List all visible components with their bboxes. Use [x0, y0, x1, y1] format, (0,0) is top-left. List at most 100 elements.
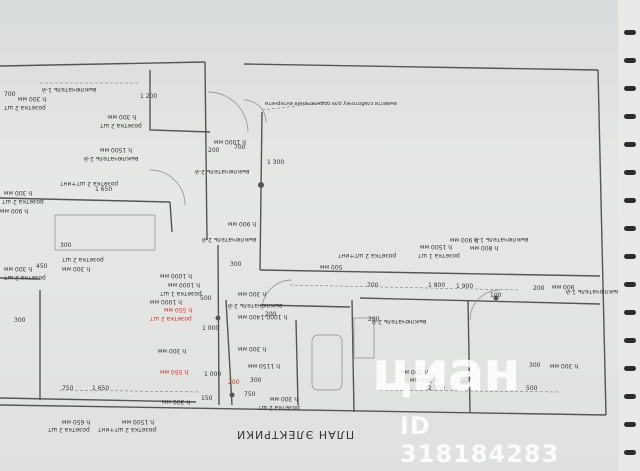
- label-68: 750: [62, 385, 74, 392]
- watermark-id: ID 318184283: [400, 412, 560, 468]
- label-1: выключатель 1-й: [42, 86, 97, 93]
- label-33: розетка 2 шт+инт: [338, 252, 397, 259]
- label-19: 1 300: [267, 159, 285, 166]
- door-arc-5: [243, 99, 267, 123]
- wall-corridor-left-lower: [217, 244, 220, 406]
- binder-ring: [624, 86, 636, 91]
- label-48: выключатель 2-й: [228, 302, 283, 309]
- wall-bath-right: [351, 299, 355, 413]
- wall-bath-top: [259, 304, 351, 308]
- label-4: 700: [4, 91, 16, 98]
- label-22: 450: [36, 263, 48, 270]
- label-39: 1 900: [456, 283, 474, 290]
- label-58: h 550 мм: [160, 368, 189, 375]
- wall-corridor-left: [204, 61, 208, 241]
- shower: [353, 317, 375, 359]
- label-74: розетка 2 шт: [258, 404, 300, 411]
- bathtub: [311, 334, 343, 391]
- label-73: розетка 2 шт+инт: [98, 426, 157, 433]
- binder-ring: [624, 282, 636, 287]
- label-43: выключатель 1-й: [566, 288, 621, 295]
- label-81: 300: [230, 261, 242, 268]
- label-36: h 800 мм: [470, 244, 499, 251]
- label-38: 1 800: [428, 282, 446, 289]
- plan-sheet: выключатель 1-й h 300 мм 1 200 700 розет…: [0, 0, 621, 471]
- label-82: h 300 мм: [550, 362, 579, 369]
- door-arc-1: [207, 91, 249, 133]
- label-3: 1 200: [140, 93, 158, 100]
- label-50: 200: [265, 311, 277, 318]
- binder-ring: [624, 422, 636, 427]
- wall-bottom-inner: [0, 397, 197, 403]
- door-arc-4: [469, 289, 501, 321]
- label-21: 300: [60, 242, 72, 249]
- label-24: h 300 мм: [62, 265, 91, 272]
- label-35: выключатель 1-й: [474, 236, 529, 243]
- label-23: розетка 2 шт: [62, 256, 104, 263]
- label-67: 300: [529, 362, 541, 369]
- label-70: h 650 мм: [62, 418, 91, 425]
- label-76: 750: [244, 391, 256, 398]
- label-32: розетка 1 шт: [418, 252, 460, 259]
- label-18: 700: [234, 144, 246, 151]
- wall-bath-left: [295, 319, 299, 406]
- floor-plan-drawing: [0, 61, 607, 416]
- wire-3: [59, 389, 201, 393]
- door-arc-3: [261, 279, 293, 311]
- label-62: 150: [201, 395, 213, 402]
- label-49: 500: [200, 295, 212, 302]
- label-41: 200: [533, 285, 545, 292]
- label-79: розетка 1 шт: [160, 290, 202, 297]
- label-20: вывести слаботочку для подключения интер…: [265, 100, 397, 106]
- wall-room-right-top: [359, 297, 601, 305]
- label-15: 200: [208, 147, 220, 154]
- label-12: h 300 мм: [4, 189, 33, 196]
- binder-ring: [624, 394, 636, 399]
- wall-corridor-bottom: [259, 269, 601, 277]
- wall-room-left: [149, 70, 211, 133]
- label-60: 300: [250, 377, 262, 384]
- wall-kitchen: [225, 299, 233, 406]
- binder-ring: [624, 254, 636, 259]
- binder-ring: [624, 170, 636, 175]
- binder-ring: [624, 450, 636, 455]
- label-47: h 300 мм: [238, 290, 267, 297]
- wall-corridor-right: [259, 111, 263, 271]
- watermark: циан ID 318184283: [372, 340, 558, 468]
- outlet-1: [258, 182, 264, 188]
- label-52: 200: [368, 316, 380, 323]
- label-80: h 1000 мм: [168, 281, 200, 288]
- label-27: h 1000 мм: [160, 272, 192, 279]
- label-26: розетка 2 шт: [4, 274, 46, 281]
- label-40: 100: [490, 292, 502, 299]
- label-29: h 900 мм: [228, 220, 257, 227]
- label-37: 700: [367, 282, 379, 289]
- label-72: розетка 2 шт: [48, 426, 90, 433]
- wall-top-right: [243, 63, 599, 71]
- label-2: h 300 мм: [18, 95, 47, 102]
- binder-ring: [624, 310, 636, 315]
- label-69: 1 650: [92, 385, 110, 392]
- binder-ring: [624, 114, 636, 119]
- label-53: h 1000-1400 мм: [238, 313, 288, 320]
- binder-strip: [618, 0, 640, 471]
- sofa: [54, 214, 156, 251]
- wall-bottom: [0, 404, 607, 416]
- label-13: розетка 2 шт: [2, 198, 44, 205]
- label-66: 500: [526, 385, 538, 392]
- label-6: h 300 мм: [108, 113, 137, 120]
- label-46: розетка 2 шт: [150, 315, 192, 322]
- label-61: 1 000: [204, 371, 222, 378]
- label-31: h 1500 мм: [420, 243, 452, 250]
- binder-ring: [624, 142, 636, 147]
- label-44: h 1000 мм: [150, 298, 182, 305]
- binder-ring: [624, 58, 636, 63]
- wire-5: [261, 101, 331, 111]
- door-arc-2: [149, 169, 186, 206]
- label-25: h 300 мм: [4, 265, 33, 272]
- wire-2: [289, 284, 521, 291]
- plan-title: ПЛАН ЭЛЕКТРИКИ: [236, 428, 355, 441]
- watermark-logo: циан: [372, 340, 521, 403]
- binder-ring: [624, 366, 636, 371]
- label-5: розетка 2 шт: [4, 104, 46, 111]
